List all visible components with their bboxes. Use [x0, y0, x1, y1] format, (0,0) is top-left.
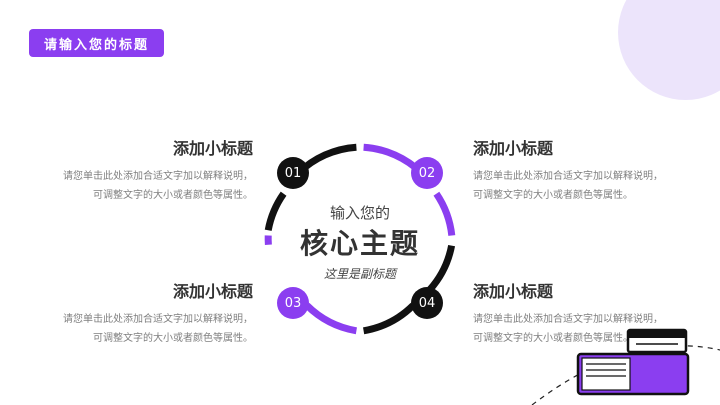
- step-description[interactable]: 请您单击此处添加合适文字加以解释说明， 可调整文字的大小或者颜色等属性。: [3, 167, 253, 205]
- step-description[interactable]: 请您单击此处添加合适文字加以解释说明， 可调整文字的大小或者颜色等属性。: [3, 310, 253, 348]
- step-description-line: 可调整文字的大小或者颜色等属性。: [93, 190, 253, 201]
- step-description-line: 可调整文字的大小或者颜色等属性。: [473, 333, 633, 344]
- step-heading[interactable]: 添加小标题: [473, 139, 554, 158]
- ring-arc-bottom-right: [362, 302, 416, 335]
- step-block-03: 添加小标题 请您单击此处添加合适文字加以解释说明， 可调整文字的大小或者颜色等属…: [3, 278, 253, 348]
- step-description-line: 请您单击此处添加合适文字加以解释说明，: [473, 314, 663, 325]
- step-heading[interactable]: 添加小标题: [473, 282, 554, 301]
- step-description-line: 请您单击此处添加合适文字加以解释说明，: [63, 171, 253, 182]
- step-badge-04: 04: [411, 287, 443, 319]
- center-subtitle-top: 输入您的: [329, 204, 390, 222]
- ring-arc-bottom-left: [304, 302, 358, 335]
- books-icon: [531, 328, 720, 405]
- center-note: 这里是副标题: [323, 267, 396, 281]
- step-heading[interactable]: 添加小标题: [172, 282, 253, 301]
- step-description[interactable]: 请您单击此处添加合适文字加以解释说明， 可调整文字的大小或者颜色等属性。: [473, 310, 720, 348]
- ring-arc-left-upper: [264, 191, 287, 232]
- step-block-02: 添加小标题 请您单击此处添加合适文字加以解释说明， 可调整文字的大小或者颜色等属…: [473, 135, 720, 205]
- step-block-04: 添加小标题 请您单击此处添加合适文字加以解释说明， 可调整文字的大小或者颜色等属…: [473, 278, 720, 348]
- step-description-line: 请您单击此处添加合适文字加以解释说明，: [63, 314, 253, 325]
- step-badge-02: 02: [411, 157, 443, 189]
- step-description-line: 请您单击此处添加合适文字加以解释说明，: [473, 171, 663, 182]
- ring-arc-right-lower: [427, 244, 456, 292]
- step-badge-03: 03: [277, 287, 309, 319]
- ring-arc-right-upper: [433, 191, 456, 236]
- step-description-line: 可调整文字的大小或者颜色等属性。: [93, 333, 253, 344]
- step-heading[interactable]: 添加小标题: [172, 139, 253, 158]
- page-title[interactable]: 请输入您的标题: [29, 29, 164, 57]
- center-main-title[interactable]: 核心主题: [299, 227, 420, 260]
- step-block-01: 添加小标题 请您单击此处添加合适文字加以解释说明， 可调整文字的大小或者颜色等属…: [3, 135, 253, 205]
- step-description-line: 可调整文字的大小或者颜色等属性。: [473, 190, 633, 201]
- step-badge-01: 01: [277, 157, 309, 189]
- step-description[interactable]: 请您单击此处添加合适文字加以解释说明， 可调整文字的大小或者颜色等属性。: [473, 167, 720, 205]
